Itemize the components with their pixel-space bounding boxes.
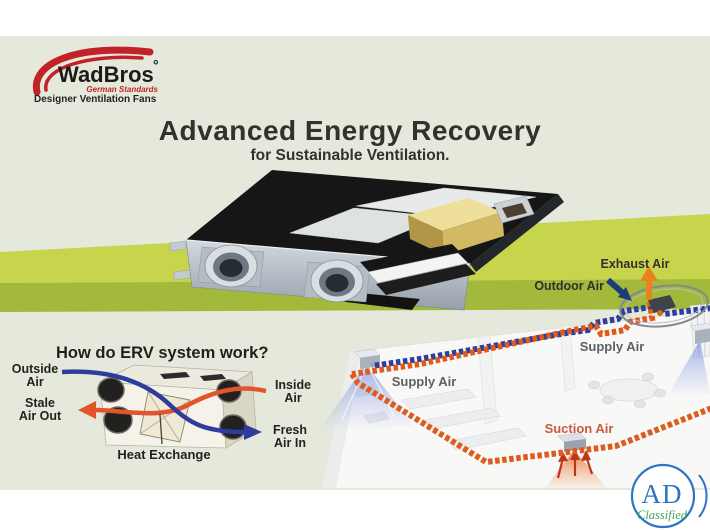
badge-paren-arc-icon bbox=[698, 474, 708, 518]
logo-swoosh-inner-icon bbox=[44, 55, 144, 92]
stale-air-flow-line bbox=[95, 386, 267, 416]
fresh-air-label-line1: Fresh bbox=[273, 423, 307, 437]
return-duct-floor-loop bbox=[349, 372, 710, 466]
ad-classified-badge: AD Classified bbox=[630, 463, 708, 529]
erv-product-illustration bbox=[169, 170, 564, 311]
badge-circle-icon bbox=[630, 463, 696, 529]
wall-unit-box bbox=[648, 295, 676, 313]
stale-air-label-line2: Air Out bbox=[19, 409, 62, 423]
product-duct-port-right bbox=[303, 259, 371, 303]
port-fresh bbox=[219, 414, 247, 440]
stale-air-label-line1: Stale bbox=[25, 396, 55, 410]
logo-mark: ° bbox=[153, 57, 159, 73]
product-heat-exchange-core bbox=[408, 195, 535, 255]
suction-diffuser bbox=[542, 432, 608, 492]
logo-swoosh-outer-icon bbox=[32, 46, 154, 96]
fresh-air-flow-line bbox=[61, 369, 245, 435]
badge-ad-text: AD bbox=[642, 479, 683, 509]
exhaust-arrowhead-icon bbox=[640, 266, 658, 281]
outside-air-label-line1: Outside bbox=[12, 362, 59, 376]
technician-figure bbox=[657, 310, 663, 316]
page-subtitle: for Sustainable Ventilation. bbox=[251, 147, 450, 164]
supply-diffuser-right bbox=[666, 322, 710, 398]
inside-air-label-line1: Inside bbox=[275, 378, 311, 392]
product-mount-tab-1 bbox=[169, 240, 187, 252]
page-title: Advanced Energy Recovery bbox=[159, 115, 541, 146]
wall-unit-callout bbox=[619, 284, 709, 328]
outdoor-arrow-icon bbox=[606, 277, 626, 297]
port-outside bbox=[97, 377, 125, 403]
fresh-air-arrowhead-icon bbox=[244, 424, 262, 440]
bottom-white-strip bbox=[0, 490, 710, 530]
erv-explainer-diagram: How do ERV system work? Outside Air Stal… bbox=[12, 344, 311, 462]
outdoor-arrowhead-icon bbox=[618, 287, 632, 301]
room-airflow-diagram: Exhaust Air Outdoor Air Supply Air Suppl… bbox=[318, 257, 710, 492]
room-partition-1 bbox=[477, 334, 498, 425]
logo-name: WadBros bbox=[58, 62, 154, 87]
brand-logo: WadBros ° German Standards Designer Vent… bbox=[32, 46, 159, 105]
inside-air-label-line2: Air bbox=[284, 391, 302, 405]
product-duct-port-left bbox=[197, 244, 265, 288]
product-right-edge bbox=[470, 194, 564, 272]
fresh-air-label-line2: Air In bbox=[274, 436, 306, 450]
badge-classified-text: Classified bbox=[637, 508, 688, 522]
room-meeting-table bbox=[587, 372, 667, 409]
heat-exchange-label: Heat Exchange bbox=[117, 447, 210, 462]
supply-air-left-label: Supply Air bbox=[392, 374, 457, 389]
outdoor-air-label: Outdoor Air bbox=[534, 279, 604, 293]
stale-air-arrowhead-icon bbox=[78, 401, 96, 419]
product-mount-tab-2 bbox=[173, 269, 191, 281]
headline-block: Advanced Energy Recovery for Sustainable… bbox=[159, 115, 541, 164]
outside-air-label-line2: Air bbox=[26, 375, 44, 389]
suction-air-label: Suction Air bbox=[545, 421, 614, 436]
heat-exchange-pointer bbox=[159, 413, 163, 445]
exhaust-air-label: Exhaust Air bbox=[600, 257, 669, 271]
product-filters bbox=[360, 244, 476, 295]
erv-diagram-heading: How do ERV system work? bbox=[56, 344, 268, 362]
logo-tagline: German Standards bbox=[86, 85, 158, 94]
room-partition-2 bbox=[559, 324, 576, 392]
supply-air-right-label: Supply Air bbox=[580, 339, 645, 354]
logo-subtitle: Designer Ventilation Fans bbox=[34, 94, 157, 105]
return-duct-top-line bbox=[351, 301, 656, 377]
